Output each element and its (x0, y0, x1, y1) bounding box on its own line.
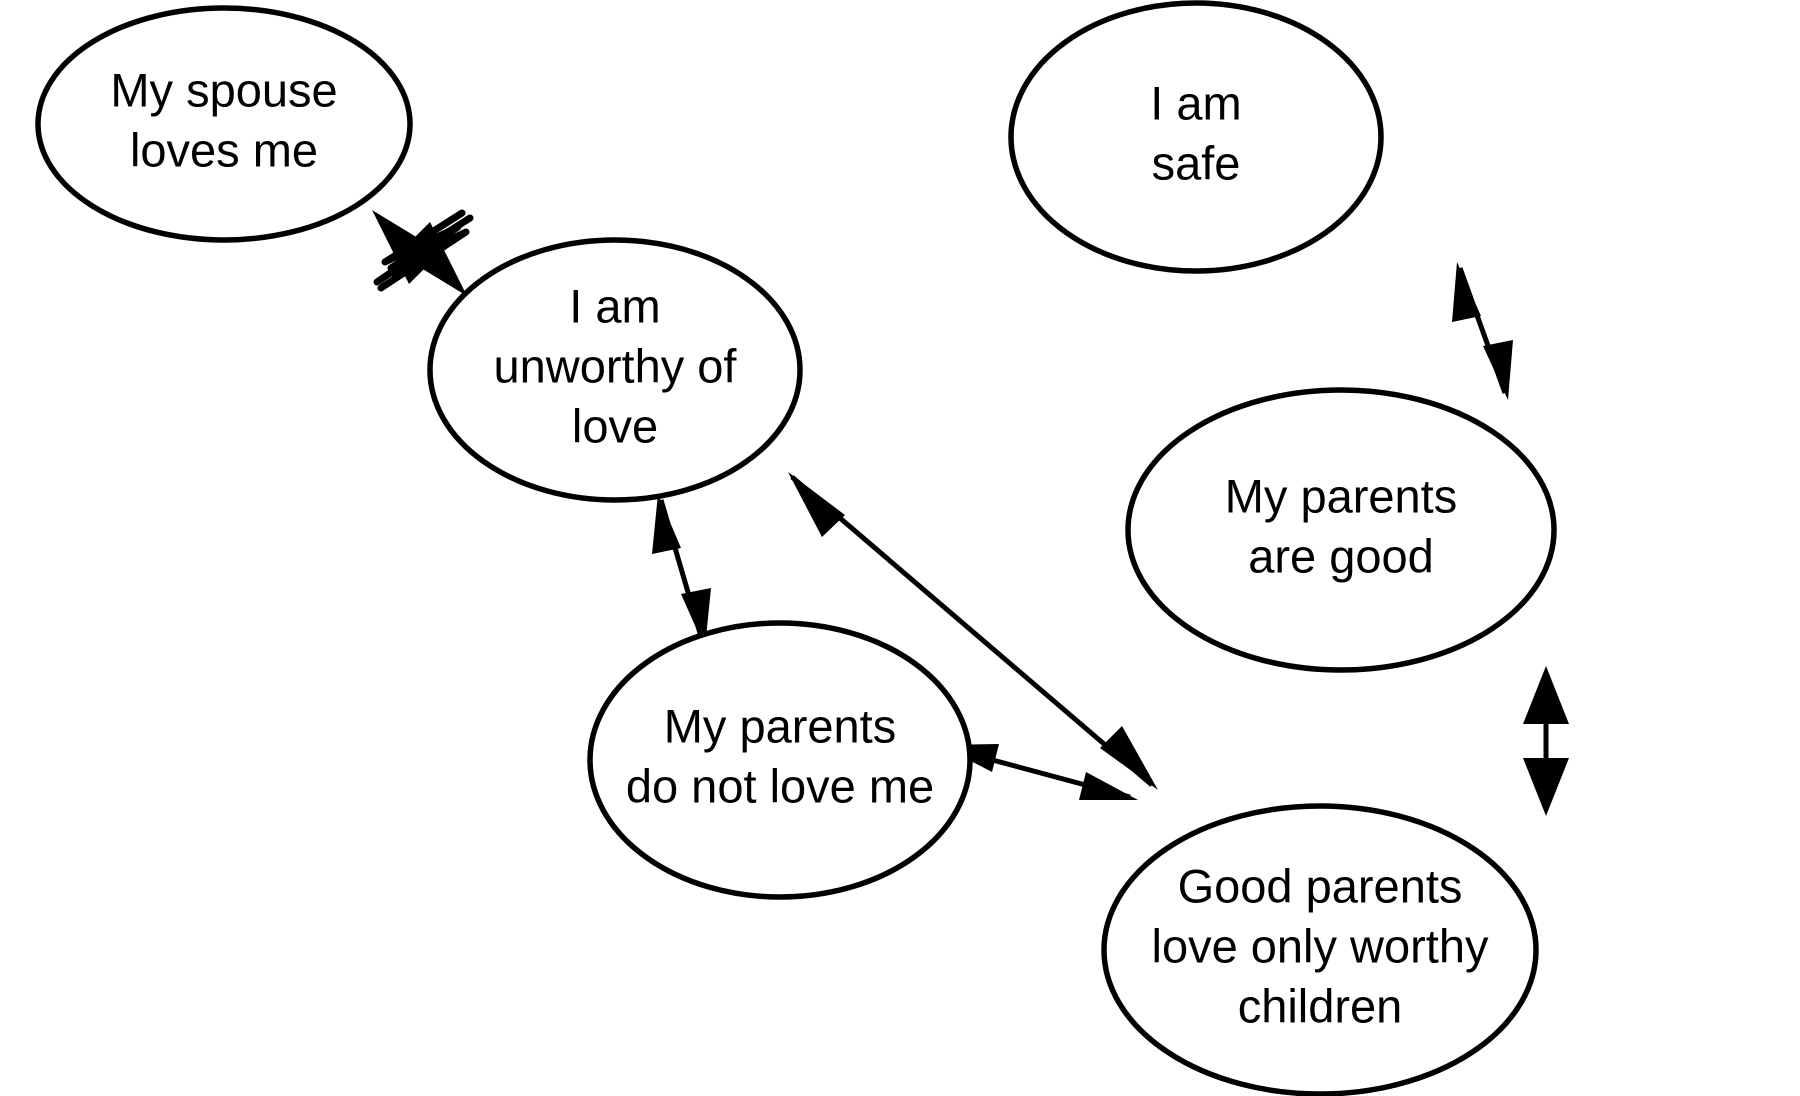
node-ellipse (35, 5, 413, 243)
node-label-line: I am (569, 279, 660, 332)
node-ellipse (427, 237, 803, 503)
node-ellipse (1008, 0, 1384, 274)
edge-parents-good-good-parents[interactable] (1523, 666, 1569, 816)
arrowhead-end (1100, 726, 1158, 790)
node-label-line: do not love me (626, 759, 934, 812)
arrowhead-end (1523, 758, 1569, 816)
edge-unworthy-good-parents[interactable] (788, 472, 1158, 790)
arrowhead-end (1079, 772, 1138, 800)
node-label-line: loves me (130, 123, 318, 176)
node-good-parents-love-worthy[interactable]: Good parents love only worthy children (1101, 803, 1539, 1096)
node-label-line: My parents (1225, 469, 1457, 522)
node-label-line: love (572, 399, 658, 452)
node-label-line: My spouse (110, 63, 337, 116)
conflict-zigzag-icon (373, 209, 474, 292)
node-label-line: unworthy of (494, 339, 738, 392)
node-unworthy-of-love[interactable]: I am unworthy of love (427, 237, 803, 503)
node-label-line: My parents (664, 699, 896, 752)
node-label-line: I am (1150, 76, 1241, 129)
edge-spouse-unworthy[interactable] (372, 209, 474, 296)
node-spouse-loves-me[interactable]: My spouse loves me (35, 5, 413, 243)
edge-line (790, 475, 1154, 787)
node-ellipse (1101, 803, 1539, 1096)
arrowhead-start (1523, 666, 1569, 724)
arrowhead-start (1452, 262, 1481, 322)
node-ellipse (587, 620, 973, 900)
arrowhead-end (1483, 340, 1513, 400)
edge-unworthy-parents-no-love[interactable] (652, 494, 711, 648)
node-label-line: children (1238, 979, 1403, 1032)
arrowhead-start (652, 494, 681, 554)
node-parents-are-good[interactable]: My parents are good (1125, 387, 1557, 673)
node-label-line: are good (1248, 529, 1434, 582)
node-label-line: safe (1152, 136, 1241, 189)
node-parents-do-not-love-me[interactable]: My parents do not love me (587, 620, 973, 900)
node-label-line: Good parents (1178, 859, 1463, 912)
arrowhead-start (788, 472, 845, 537)
node-i-am-safe[interactable]: I am safe (1008, 0, 1384, 274)
node-label-line: love only worthy (1152, 919, 1489, 972)
node-ellipse (1125, 387, 1557, 673)
edge-safe-parents-good[interactable] (1452, 262, 1513, 400)
